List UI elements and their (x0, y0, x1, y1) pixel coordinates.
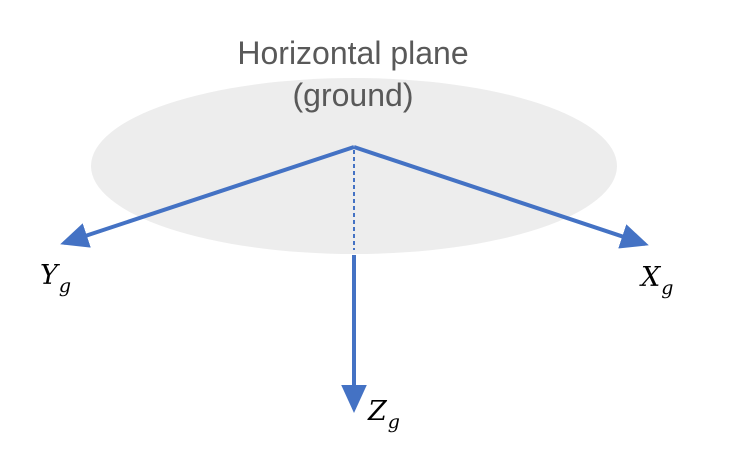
z-axis-letter: Z (368, 396, 387, 427)
x-axis-arrow (353, 145, 649, 249)
y-axis-subscript: g (58, 275, 71, 297)
z-axis-label: Zg (368, 396, 400, 432)
plane-title-line1: Horizontal plane (237, 35, 469, 71)
x-axis-label: Xg (641, 262, 673, 298)
plane-title: Horizontal plane (ground) (203, 32, 503, 116)
plane-title-line2: (ground) (292, 77, 414, 113)
y-axis-label: Yg (40, 260, 71, 296)
x-axis-subscript: g (661, 277, 674, 299)
z-axis-subscript: g (387, 411, 400, 433)
x-axis-letter: X (641, 262, 661, 293)
y-axis-letter: Y (40, 260, 58, 291)
y-axis-arrow (60, 145, 355, 248)
